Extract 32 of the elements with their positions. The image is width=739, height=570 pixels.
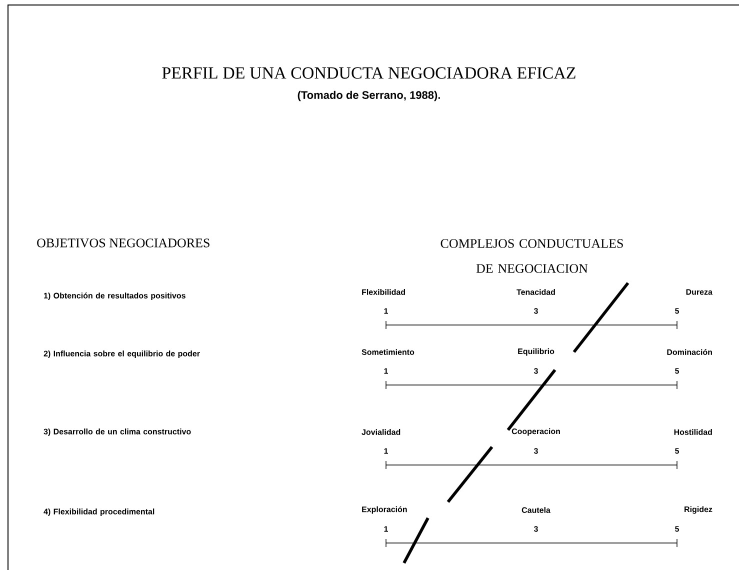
scale-number: 5 xyxy=(675,526,679,532)
scale-number: 3 xyxy=(534,308,538,314)
scale-number: 1 xyxy=(384,308,388,314)
title: PERFIL DE UNA CONDUCTA NEGOCIADORA EFICAZ xyxy=(162,67,576,79)
scale-number: 5 xyxy=(675,308,679,314)
column-heading: OBJETIVOS NEGOCIADORES xyxy=(37,238,210,248)
scale-label: Dureza xyxy=(686,289,713,295)
objective-label: 1) Obtención de resultados positivos xyxy=(44,292,186,300)
scale-label: Flexibilidad xyxy=(362,289,406,295)
scale-number: 5 xyxy=(675,368,679,374)
scale-label: Hostilidad xyxy=(674,429,712,435)
scale-number: 1 xyxy=(384,368,388,374)
scale-label: Cooperacion xyxy=(512,428,560,436)
scale-label: Cautela xyxy=(522,507,550,513)
scale-label: Rigidez xyxy=(684,506,712,514)
scale-number: 3 xyxy=(534,368,538,374)
scale-label: Equilibrio xyxy=(518,348,554,356)
scale-label: Sometimiento xyxy=(362,349,414,355)
column-heading: COMPLEJOS CONDUCTUALES DE NEGOCIACION xyxy=(440,239,623,273)
scale-label: Tenacidad xyxy=(516,289,555,295)
objective-label: 3) Desarrollo de un clima constructivo xyxy=(44,428,191,436)
objective-label: 2) Influencia sobre el equilibrio de poder xyxy=(44,350,200,358)
objective-label: 4) Flexibilidad procedimental xyxy=(44,508,154,516)
scale-label: Jovialidad xyxy=(362,429,400,435)
scale-number: 5 xyxy=(675,448,679,454)
caption: (Tomado de Serrano, 1988). xyxy=(298,90,440,102)
scale-number: 3 xyxy=(534,526,538,532)
scale-number: 1 xyxy=(384,448,388,454)
scale-number: 1 xyxy=(384,526,388,532)
scale-number: 3 xyxy=(534,448,538,454)
scale-label: Dominación xyxy=(667,349,712,355)
scale-label: Exploración xyxy=(362,506,407,514)
